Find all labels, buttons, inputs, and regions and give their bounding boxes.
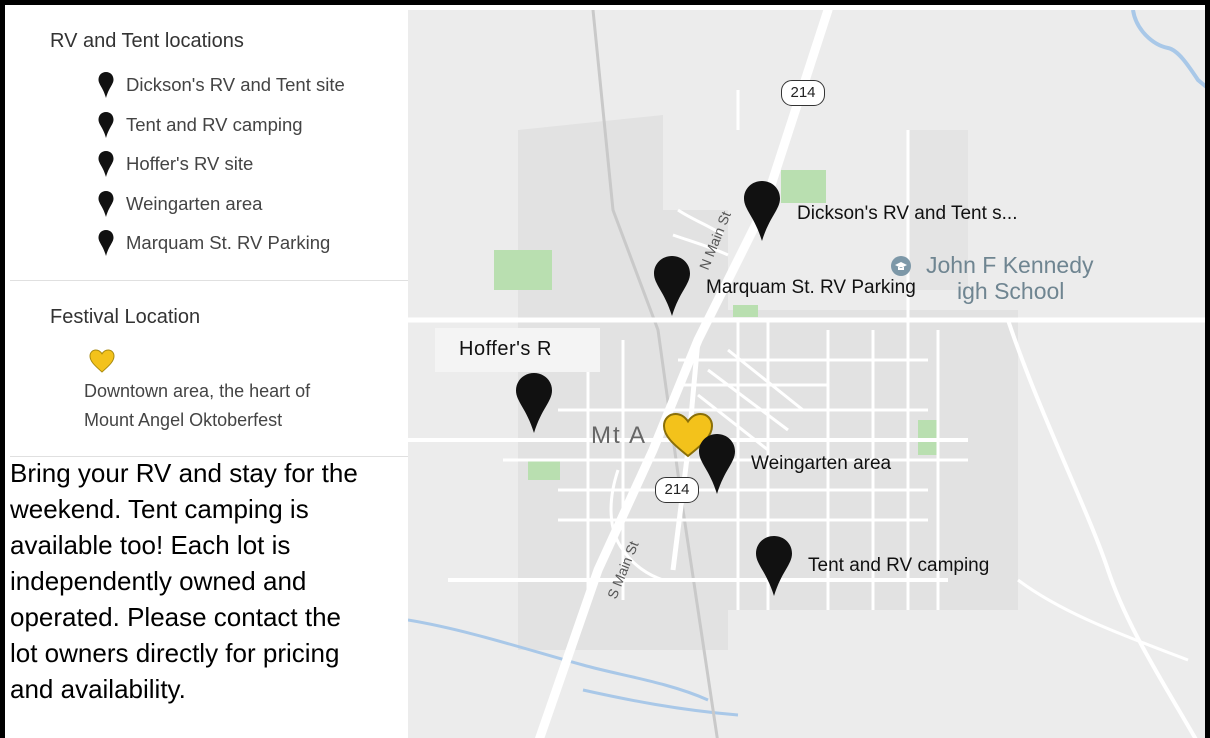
legend-item-label: Tent and RV camping bbox=[126, 114, 303, 135]
legend-item-label: Weingarten area bbox=[126, 193, 263, 214]
map-label-weingarten: Weingarten area bbox=[751, 453, 892, 474]
legend-item-label: Dickson's RV and Tent site bbox=[126, 74, 345, 95]
legend-divider bbox=[10, 456, 408, 457]
pin-icon bbox=[98, 72, 114, 98]
legend-item-label: Hoffer's RV site bbox=[126, 153, 254, 174]
heart-icon[interactable] bbox=[88, 348, 116, 374]
legend-item-marquam[interactable]: Marquam St. RV Parking bbox=[98, 230, 330, 256]
legend-divider bbox=[10, 280, 408, 281]
map-pin-tent[interactable] bbox=[755, 535, 793, 597]
legend-item-label: Marquam St. RV Parking bbox=[126, 232, 331, 253]
town-label: Mt A bbox=[591, 422, 648, 449]
marker-tooltip-hoffer: Hoffer's R bbox=[435, 328, 600, 372]
highway-shield-south: 214 bbox=[655, 477, 699, 503]
map-pin-hoffer[interactable] bbox=[515, 372, 553, 434]
map-label-tent: Tent and RV camping bbox=[808, 555, 990, 576]
pin-icon bbox=[98, 191, 114, 217]
map-pin-dickson[interactable] bbox=[743, 180, 781, 242]
festival-legend-heading: Festival Location bbox=[50, 306, 201, 328]
highway-shield-north: 214 bbox=[781, 80, 825, 106]
school-label: John F Kennedy igh School bbox=[926, 252, 1094, 304]
map-canvas[interactable]: 214 214 N Main St S Main St Mt A John F … bbox=[408, 10, 1205, 738]
rv-info-text: Bring your RV and stay for the weekend. … bbox=[10, 458, 358, 704]
map-base-layer bbox=[408, 10, 1205, 738]
legend-item-weingarten[interactable]: Weingarten area bbox=[98, 191, 262, 217]
map-heart-festival[interactable] bbox=[662, 412, 714, 458]
festival-description: Downtown area, the heart of Mount Angel … bbox=[84, 381, 311, 430]
rv-legend-heading: RV and Tent locations bbox=[50, 30, 244, 52]
legend-item-tent[interactable]: Tent and RV camping bbox=[98, 112, 303, 138]
legend-item-hoffer[interactable]: Hoffer's RV site bbox=[98, 151, 253, 177]
legend-item-dickson[interactable]: Dickson's RV and Tent site bbox=[98, 72, 345, 98]
school-icon bbox=[891, 256, 911, 276]
pin-icon bbox=[98, 151, 114, 177]
map-pin-marquam[interactable] bbox=[653, 255, 691, 317]
pin-icon bbox=[98, 230, 114, 256]
map-label-marquam: Marquam St. RV Parking bbox=[706, 277, 916, 298]
pin-icon bbox=[98, 112, 114, 138]
map-label-dickson: Dickson's RV and Tent s... bbox=[797, 203, 1018, 224]
legend-panel: RV and Tent locations Dickson's RV and T… bbox=[10, 10, 408, 738]
map-pin-weingarten[interactable] bbox=[698, 433, 736, 495]
